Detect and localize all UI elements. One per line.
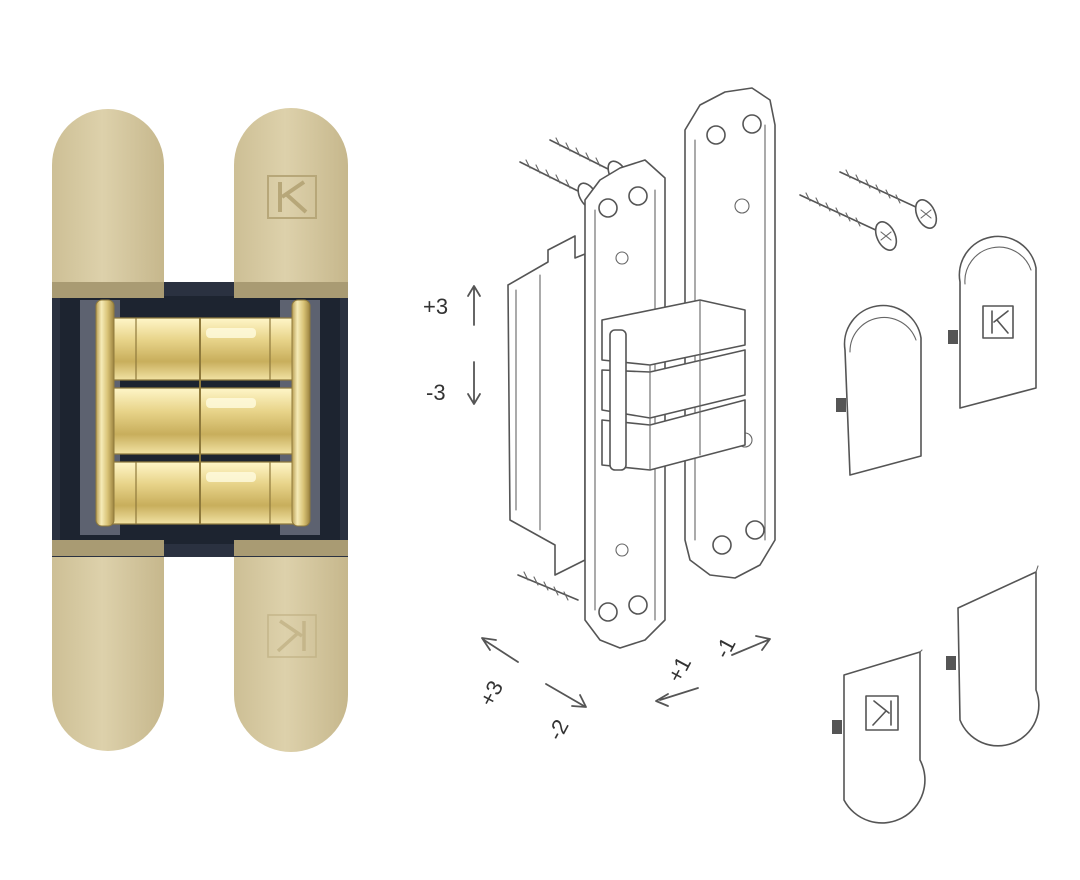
- cover-cap-plain-bottom: [946, 565, 1040, 747]
- depth-minus-label: -2: [542, 715, 573, 744]
- cover-cap-plain-top: [836, 304, 922, 476]
- cover-caps: [832, 235, 1040, 824]
- vertical-adjust-arrows: [467, 285, 481, 405]
- hinge-knuckles: [95, 299, 311, 527]
- depth-adjust-arrows: [481, 637, 587, 708]
- lateral-minus-label: -1: [709, 633, 740, 662]
- k-logo-top: [267, 175, 317, 219]
- vertical-plus-label: +3: [423, 294, 448, 319]
- mounting-plate-left: [507, 235, 586, 576]
- cover-cap-logo-top: [948, 235, 1037, 409]
- hinge-photo: [52, 108, 348, 752]
- cover-cap-logo-bottom: [832, 649, 926, 824]
- lateral-adjust-arrows: [655, 635, 771, 707]
- hinge-line-drawing: +3 -3 +3 -2 +1 -1: [423, 87, 938, 744]
- screw-top-right-2: [839, 169, 938, 229]
- k-logo-bottom: [267, 614, 317, 658]
- lateral-plus-label: +1: [662, 652, 696, 686]
- screw-bottom-left: [517, 571, 579, 601]
- depth-plus-label: +3: [474, 676, 508, 710]
- hinge-left-leaf: [52, 109, 164, 751]
- hinge-knuckles-drawing: [601, 299, 746, 471]
- vertical-minus-label: -3: [426, 380, 446, 405]
- screw-top-right-1: [799, 192, 898, 251]
